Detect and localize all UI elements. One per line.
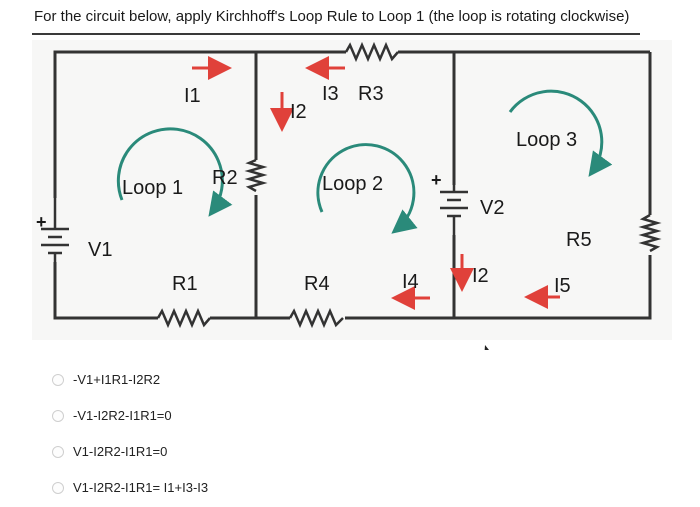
loop3-arrow — [508, 89, 613, 177]
option-1-radio[interactable] — [52, 373, 64, 386]
mouse-cursor-icon — [484, 345, 489, 350]
option-2-radio[interactable] — [52, 409, 64, 422]
label-i5: I5 — [554, 275, 571, 297]
current-arrows — [192, 56, 560, 310]
r1-resistor — [156, 307, 211, 329]
label-plus-v2: + — [431, 170, 442, 190]
label-i2-left: I2 — [290, 101, 307, 123]
loop-arrows — [116, 89, 613, 234]
circuit-diagram: I1 I2 I3 R3 R2 Loop 1 Loop 2 Loop 3 V1 V… — [36, 41, 662, 350]
label-v1: V1 — [88, 239, 112, 261]
label-i2-right: I2 — [472, 265, 489, 287]
option-2-label: -V1-I2R2-I1R1=0 — [73, 408, 172, 423]
circuit-wires — [53, 50, 652, 320]
divider — [32, 33, 640, 35]
option-1[interactable]: -V1+I1R1-I2R2 — [52, 372, 160, 387]
r2-resistor — [244, 158, 268, 193]
loop1-arrow — [116, 127, 233, 217]
option-2[interactable]: -V1-I2R2-I1R1=0 — [52, 408, 172, 423]
label-loop1: Loop 1 — [122, 177, 183, 199]
label-loop2: Loop 2 — [322, 173, 383, 195]
r4-resistor — [288, 307, 344, 329]
label-i3: I3 — [322, 83, 339, 105]
label-i4: I4 — [402, 271, 419, 293]
r3-resistor — [344, 41, 399, 63]
option-3-radio[interactable] — [52, 445, 64, 458]
label-r2: R2 — [212, 167, 238, 189]
option-4-radio[interactable] — [52, 481, 64, 494]
label-loop3: Loop 3 — [516, 129, 577, 151]
label-r4: R4 — [304, 273, 330, 295]
option-1-label: -V1+I1R1-I2R2 — [73, 372, 161, 387]
loop2-arrow — [316, 143, 418, 234]
option-3-label: V1-I2R2-I1R1=0 — [73, 444, 168, 459]
option-4[interactable]: V1-I2R2-I1R1= I1+I3-I3 — [52, 480, 208, 495]
label-i1: I1 — [184, 85, 201, 107]
label-v2: V2 — [480, 197, 504, 219]
option-3[interactable]: V1-I2R2-I1R1=0 — [52, 444, 167, 459]
r5-resistor — [638, 213, 662, 253]
label-r1: R1 — [172, 273, 198, 295]
label-r3: R3 — [358, 83, 384, 105]
v1-battery — [41, 198, 69, 262]
v2-battery — [440, 185, 468, 235]
label-plus-v1: + — [36, 212, 47, 232]
option-4-label: V1-I2R2-I1R1= I1+I3-I3 — [73, 480, 209, 495]
label-r5: R5 — [566, 229, 592, 251]
question-text: For the circuit below, apply Kirchhoff's… — [34, 8, 630, 25]
